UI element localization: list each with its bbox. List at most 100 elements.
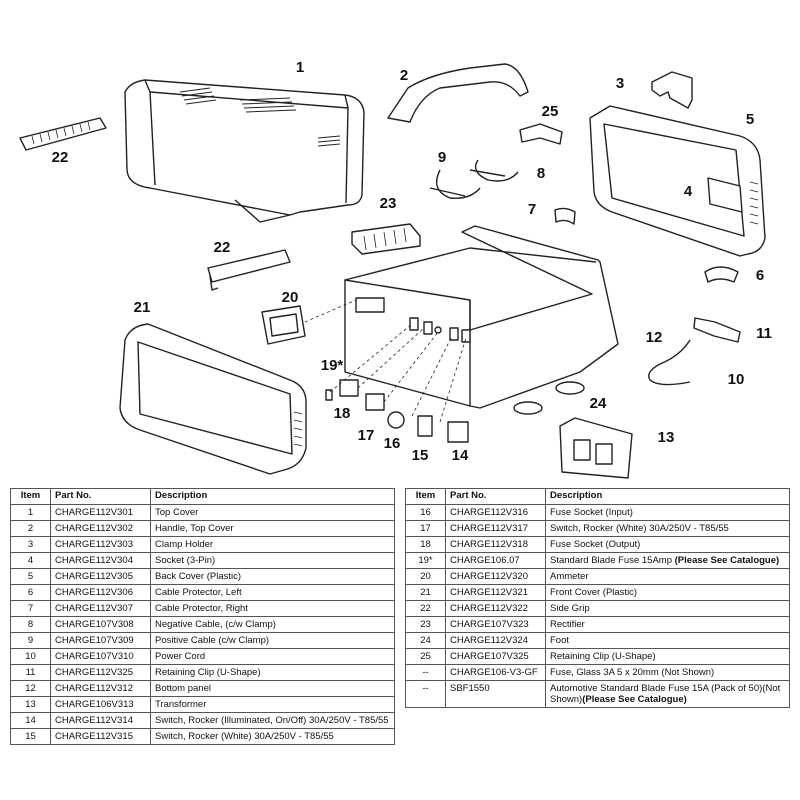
callout-label: 4 — [684, 183, 693, 200]
cell-description: Ammeter — [545, 568, 790, 585]
cell-item: 9 — [10, 632, 51, 649]
cell-description: Front Cover (Plastic) — [545, 584, 790, 601]
cell-part-no: CHARGE107V310 — [50, 648, 151, 665]
cell-description: Side Grip — [545, 600, 790, 617]
cell-description: Foot — [545, 632, 790, 649]
cell-item: 21 — [405, 584, 446, 601]
callout-label: 22 — [214, 239, 231, 256]
cable-protector-part — [704, 266, 739, 283]
cell-part-no: CHARGE112V304 — [50, 552, 151, 569]
cell-description: Positive Cable (c/w Clamp) — [150, 632, 395, 649]
handle-part — [387, 63, 529, 123]
callout-label: 12 — [646, 329, 663, 346]
cell-item: 11 — [10, 664, 51, 681]
callout-label: 8 — [537, 165, 545, 182]
callout-label: 6 — [756, 267, 764, 284]
cable-protector-part — [554, 207, 576, 225]
cell-item: 6 — [10, 584, 51, 601]
fuse-part — [325, 389, 333, 401]
side-grip-part — [19, 117, 107, 151]
cell-description: Retaining Clip (U-Shape) — [545, 648, 790, 665]
cell-description: Switch, Rocker (White) 30A/250V - T85/55 — [545, 520, 790, 537]
cell-part-no: CHARGE112V316 — [445, 504, 546, 521]
callout-label: 2 — [400, 67, 408, 84]
callout-label: 5 — [746, 111, 754, 128]
cell-part-no: CHARGE107V323 — [445, 616, 546, 633]
cell-part-no: CHARGE107V325 — [445, 648, 546, 665]
cell-description: Switch, Rocker (Illuminated, On/Off) 30A… — [150, 712, 395, 729]
cell-description: Automotive Standard Blade Fuse 15A (Pack… — [545, 680, 790, 708]
cell-part-no: CHARGE112V318 — [445, 536, 546, 553]
cell-part-no: CHARGE112V301 — [50, 504, 151, 521]
callout-label: 11 — [756, 325, 772, 342]
cell-item: 16 — [405, 504, 446, 521]
cell-item: 2 — [10, 520, 51, 537]
retaining-clip-part — [693, 317, 741, 343]
header-part-no: Part No. — [50, 488, 151, 505]
cell-description: Switch, Rocker (White) 30A/250V - T85/55 — [150, 728, 395, 745]
cell-part-no: CHARGE112V305 — [50, 568, 151, 585]
switch-part — [339, 379, 469, 443]
cell-part-no: CHARGE106.07 — [445, 552, 546, 569]
cell-item: 7 — [10, 600, 51, 617]
callout-label: 9 — [438, 149, 446, 166]
table-header-row: Item Part No. Description — [10, 488, 395, 505]
cell-description: Transformer — [150, 696, 395, 713]
callout-label: 18 — [334, 405, 351, 422]
callout-label: 16 — [384, 435, 401, 452]
cell-item: 25 — [405, 648, 446, 665]
cell-description: Standard Blade Fuse 15Amp (Please See Ca… — [545, 552, 790, 569]
header-description: Description — [545, 488, 790, 505]
cell-description: Top Cover — [150, 504, 395, 521]
header-part-no: Part No. — [445, 488, 546, 505]
callout-label: 15 — [412, 447, 429, 464]
cell-part-no: CHARGE112V312 — [50, 680, 151, 697]
cell-description: Fuse Socket (Output) — [545, 536, 790, 553]
table-header-row: Item Part No. Description — [405, 488, 790, 505]
header-item: Item — [10, 488, 51, 505]
cell-item: 12 — [10, 680, 51, 697]
cell-description: Fuse, Glass 3A 5 x 20mm (Not Shown) — [545, 664, 790, 681]
callout-label: 23 — [380, 195, 397, 212]
cell-part-no: CHARGE112V314 — [50, 712, 151, 729]
back-cover-part — [589, 105, 766, 257]
cell-item: 3 — [10, 536, 51, 553]
cell-item: 14 — [10, 712, 51, 729]
callout-label: 3 — [616, 75, 624, 92]
cell-description: Power Cord — [150, 648, 395, 665]
ammeter-part — [261, 305, 306, 345]
cell-part-no: CHARGE112V320 — [445, 568, 546, 585]
cell-item: -- — [405, 680, 446, 708]
cell-description: Retaining Clip (U-Shape) — [150, 664, 395, 681]
cell-item: -- — [405, 664, 446, 681]
cell-item: 23 — [405, 616, 446, 633]
cell-part-no: CHARGE107V309 — [50, 632, 151, 649]
foot-part — [513, 381, 585, 415]
cell-part-no: CHARGE106V313 — [50, 696, 151, 713]
cell-part-no: CHARGE112V317 — [445, 520, 546, 537]
cell-item: 24 — [405, 632, 446, 649]
cell-description: Back Cover (Plastic) — [150, 568, 395, 585]
